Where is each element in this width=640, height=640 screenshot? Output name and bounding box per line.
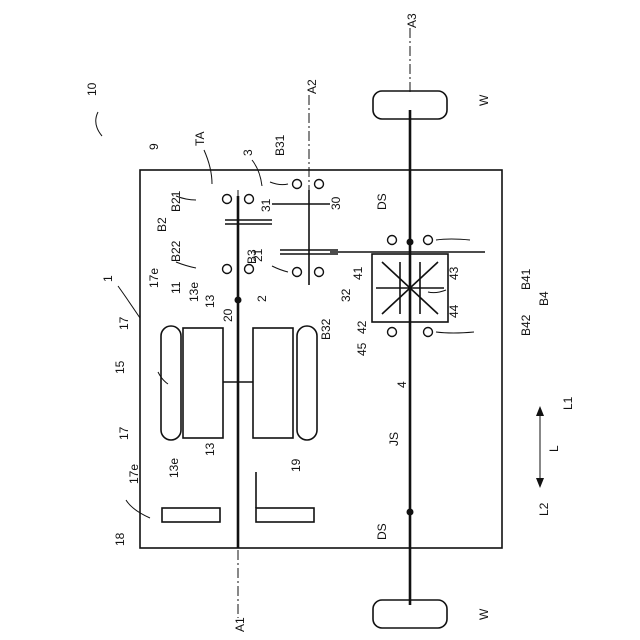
label-17-bottom: 17 xyxy=(117,426,131,440)
label-b32: B32 xyxy=(319,318,333,340)
shaft-joint-dot xyxy=(235,297,242,304)
label-13e-bottom: 13e xyxy=(167,458,181,478)
label-fig-ref: 10 xyxy=(85,82,99,96)
leader-line xyxy=(96,112,102,136)
label-a1: A1 xyxy=(233,617,247,632)
bearing-b42 xyxy=(388,328,397,337)
shaft-joint-dot xyxy=(407,509,414,516)
label-js: JS xyxy=(387,432,401,446)
leader-line xyxy=(270,182,288,185)
label-44: 44 xyxy=(447,304,461,318)
part-19 xyxy=(256,508,314,522)
label-l1: L1 xyxy=(561,396,575,410)
label-20: 20 xyxy=(221,308,235,322)
label-32: 32 xyxy=(339,288,353,302)
leader-line xyxy=(436,239,470,240)
label-transaxle: TA xyxy=(193,132,207,146)
arrow-head-l1 xyxy=(536,406,544,416)
label-a3: A3 xyxy=(405,13,419,28)
label-ds-bottom: DS xyxy=(375,523,389,540)
rotor-core-upper xyxy=(183,328,223,438)
arrow-head-l2 xyxy=(536,478,544,488)
label-17e-top: 17e xyxy=(147,268,161,288)
bearing-b31 xyxy=(293,180,302,189)
label-b41: B41 xyxy=(519,268,533,290)
label-housing: 9 xyxy=(147,143,161,150)
label-b22: B22 xyxy=(169,240,183,262)
label-w-top: W xyxy=(477,94,491,106)
leader-line xyxy=(118,286,140,318)
label-b21: B21 xyxy=(169,190,183,212)
label-43: 43 xyxy=(447,266,461,280)
shaft-joint-dot xyxy=(407,239,414,246)
bearing-b21 xyxy=(223,195,232,204)
stator-coil-upper xyxy=(161,326,181,440)
leader-line xyxy=(158,372,168,384)
label-l2: L2 xyxy=(537,502,551,516)
label-13-top: 13 xyxy=(203,294,217,308)
label-18: 18 xyxy=(113,532,127,546)
bearing-b31 xyxy=(315,180,324,189)
rotor-core-lower xyxy=(253,328,293,438)
bearing-b41 xyxy=(424,236,433,245)
bearing-b42 xyxy=(424,328,433,337)
label-a2: A2 xyxy=(305,79,319,94)
housing-outline xyxy=(140,170,502,548)
leader-line xyxy=(204,150,212,184)
label-b31: B31 xyxy=(273,134,287,156)
label-21: 21 xyxy=(251,248,265,262)
label-13e-top: 13e xyxy=(187,282,201,302)
leader-line xyxy=(428,290,446,293)
bearing-b41 xyxy=(388,236,397,245)
label-b4: B4 xyxy=(537,291,551,306)
stator-coil-lower xyxy=(297,326,317,440)
label-b42: B42 xyxy=(519,314,533,336)
label-42: 42 xyxy=(355,320,369,334)
label-17-top: 17 xyxy=(117,316,131,330)
label-b2: B2 xyxy=(155,217,169,232)
label-motor: 1 xyxy=(101,275,115,282)
label-19: 19 xyxy=(289,458,303,472)
leader-line xyxy=(126,500,150,518)
leader-line xyxy=(436,332,474,333)
label-30: 30 xyxy=(329,196,343,210)
label-4: 4 xyxy=(395,381,409,388)
bearing-b22 xyxy=(245,265,254,274)
label-41: 41 xyxy=(351,266,365,280)
label-w-bottom: W xyxy=(477,608,491,620)
label-31: 31 xyxy=(259,198,273,212)
label-13-bottom: 13 xyxy=(203,442,217,456)
label-11: 11 xyxy=(169,281,183,294)
label-2: 2 xyxy=(255,295,269,302)
label-15: 15 xyxy=(113,360,127,374)
bearing-b32 xyxy=(293,268,302,277)
bearing-b22 xyxy=(223,265,232,274)
label-l: L xyxy=(547,445,561,452)
leader-line xyxy=(252,160,262,186)
label-17e-bottom: 17e xyxy=(127,464,141,484)
bearing-b32 xyxy=(315,268,324,277)
label-ds-top: DS xyxy=(375,193,389,210)
leader-line xyxy=(272,266,288,272)
part-18 xyxy=(162,508,220,522)
label-45: 45 xyxy=(355,342,369,356)
label-gear-3: 3 xyxy=(241,149,255,156)
bearing-b21 xyxy=(245,195,254,204)
